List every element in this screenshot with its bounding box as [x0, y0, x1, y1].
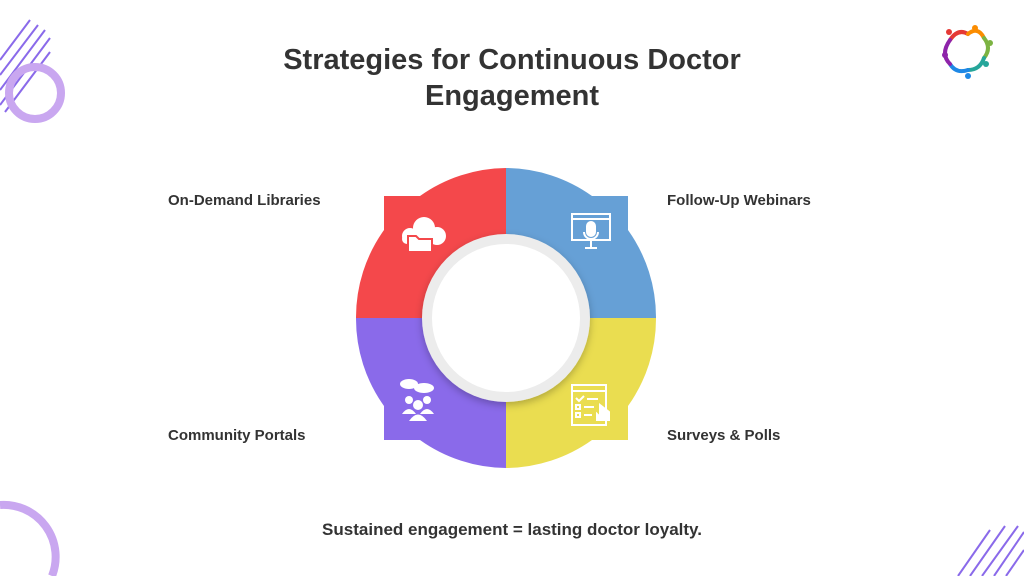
community-chat-icon — [400, 379, 434, 421]
webinar-microphone-icon — [571, 213, 611, 249]
survey-checklist-icon — [571, 384, 610, 426]
title-line-1: Strategies for Continuous Doctor — [283, 44, 741, 76]
center-circle — [432, 244, 580, 392]
logo — [942, 25, 993, 79]
label-on-demand-libraries: On-Demand Libraries — [168, 192, 321, 209]
top-left-ring — [5, 63, 65, 123]
footer-tagline: Sustained engagement = lasting doctor lo… — [322, 520, 702, 539]
page-title: Strategies for Continuous Doctor Engagem… — [0, 42, 1024, 114]
bottom-left-arc — [0, 500, 60, 576]
label-surveys-polls: Surveys & Polls — [667, 427, 781, 444]
title-line-2: Engagement — [424, 80, 600, 112]
label-community-portals: Community Portals — [168, 427, 306, 444]
bottom-right-stripes — [957, 525, 1024, 576]
cloud-folder-icon — [402, 217, 446, 253]
label-follow-up-webinars: Follow-Up Webinars — [667, 192, 811, 209]
